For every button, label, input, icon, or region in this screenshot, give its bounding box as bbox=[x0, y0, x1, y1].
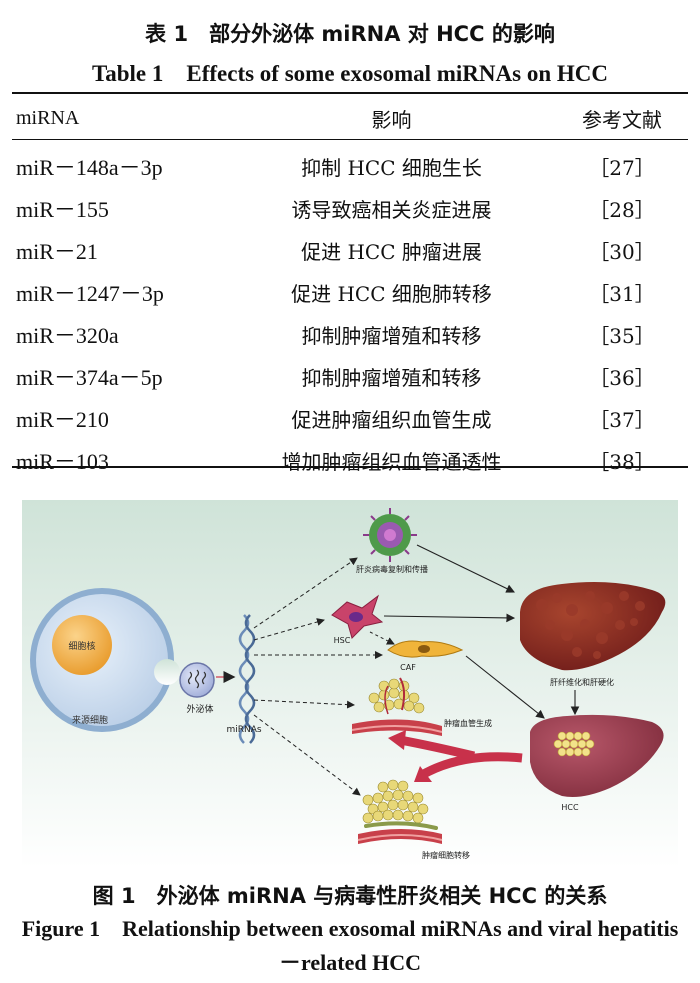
cell-reference: ［28］ bbox=[589, 197, 655, 222]
cell-reference: ［30］ bbox=[589, 239, 655, 264]
cell-reference: ［36］ bbox=[589, 365, 655, 390]
hsc-cell bbox=[331, 594, 384, 639]
table-title-en: Table 1 Effects of some exosomal miRNAs … bbox=[92, 61, 608, 86]
cell-reference: ［31］ bbox=[589, 281, 655, 306]
cell-mirna: miR－155 bbox=[16, 197, 109, 222]
table-row: miR－1247－3p 促进 HCC 细胞肺转移 ［31］ bbox=[12, 271, 688, 313]
table-bottom-rule bbox=[12, 466, 688, 468]
table-top-rule bbox=[12, 92, 688, 94]
cell-reference: ［35］ bbox=[589, 323, 655, 348]
hsc-to-caf-arrow bbox=[369, 631, 395, 645]
tumor-angiogenesis bbox=[351, 677, 443, 736]
cell-effect: 诱导致癌相关炎症进展 bbox=[291, 197, 492, 222]
angiogenesis-label: 肿瘤血管生成 bbox=[444, 718, 492, 728]
cell-mirna: miR－21 bbox=[16, 239, 98, 264]
caf-label: CAF bbox=[400, 663, 416, 672]
figure-caption-cn: 图 1 外泌体 miRNA 与病毒性肝炎相关 HCC 的关系 bbox=[92, 884, 608, 908]
caf-to-hcc-arrow bbox=[465, 655, 545, 719]
arrow-to-hsc bbox=[253, 618, 325, 641]
arrow-to-angiogenesis bbox=[253, 699, 355, 709]
nucleus bbox=[52, 615, 112, 675]
hsc-to-fibrosis-arrow bbox=[383, 613, 516, 623]
cell-effect: 抑制 HCC 细胞生长 bbox=[301, 155, 482, 180]
table-row: miR－320a 抑制肿瘤增殖和转移 ［35］ bbox=[12, 313, 688, 355]
nucleus-label: 细胞核 bbox=[68, 640, 95, 652]
table-row: miR－148a－3p 抑制 HCC 细胞生长 ［27］ bbox=[12, 140, 688, 187]
figure-caption-en: Figure 1 Relationship between exosomal m… bbox=[21, 916, 679, 975]
cell-effect: 抑制肿瘤增殖和转移 bbox=[301, 365, 482, 390]
cell-mirna: miR－320a bbox=[16, 323, 119, 348]
table-header-row: miRNA 影响 参考文献 bbox=[12, 96, 688, 140]
virus-to-fibrosis-arrow bbox=[416, 544, 515, 593]
cell-reference: ［27］ bbox=[589, 155, 655, 180]
cell-mirna: miR－1247－3p bbox=[16, 281, 164, 306]
exosome bbox=[179, 662, 215, 698]
header-reference: 参考文献 bbox=[582, 107, 662, 132]
cell-mirna: miR－103 bbox=[16, 449, 109, 474]
fibrosis-label: 肝纤维化和肝硬化 bbox=[550, 677, 614, 687]
table-row: miR－21 促进 HCC 肿瘤进展 ［30］ bbox=[12, 229, 688, 271]
progression-arrows bbox=[383, 544, 580, 719]
table-header-rule bbox=[12, 139, 688, 140]
table-row: miR－210 促进肿瘤组织血管生成 ［37］ bbox=[12, 397, 688, 439]
cell-effect: 促进肿瘤组织血管生成 bbox=[291, 407, 492, 432]
tumor-metastasis bbox=[357, 779, 443, 844]
caf-cell bbox=[387, 640, 464, 658]
header-effect: 影响 bbox=[371, 107, 412, 132]
cirrhotic-liver bbox=[520, 582, 666, 671]
exosome-hcc-figure: 细胞核 来源细胞 外泌体 miRNAs 肝炎病毒复制和传播 bbox=[22, 500, 678, 868]
arrow-to-metastasis bbox=[253, 714, 361, 796]
table-title-cn: 表 1 部分外泌体 miRNA 对 HCC 的影响 bbox=[145, 22, 555, 46]
table-row: miR－103 增加肿瘤组织血管通透性 ［38］ bbox=[12, 439, 688, 481]
cell-effect: 促进 HCC 肿瘤进展 bbox=[301, 239, 482, 264]
virus-label: 肝炎病毒复制和传播 bbox=[356, 564, 428, 574]
mirnas-label: miRNAs bbox=[226, 725, 261, 735]
cell-mirna: miR－148a－3p bbox=[16, 155, 163, 180]
hcc-feedback-arrow bbox=[388, 730, 523, 782]
effects-table: miRNA 影响 参考文献 miR－148a－3p 抑制 HCC 细胞生长 ［2… bbox=[12, 96, 688, 481]
exosome-label: 外泌体 bbox=[186, 703, 213, 715]
hcc-label: HCC bbox=[561, 803, 579, 812]
cell-mirna: miR－374a－5p bbox=[16, 365, 163, 390]
header-mirna: miRNA bbox=[16, 106, 80, 129]
cell-reference: ［37］ bbox=[589, 407, 655, 432]
hcc-liver bbox=[530, 714, 664, 797]
cell-effect: 抑制肿瘤增殖和转移 bbox=[301, 323, 482, 348]
cell-mirna: miR－210 bbox=[16, 407, 109, 432]
hsc-label: HSC bbox=[334, 636, 351, 645]
cell-effect: 促进 HCC 细胞肺转移 bbox=[291, 281, 492, 306]
metastasis-label: 肿瘤细胞转移 bbox=[422, 850, 470, 860]
cell-effect: 增加肿瘤组织血管通透性 bbox=[281, 449, 502, 474]
source-cell-label: 来源细胞 bbox=[72, 714, 108, 726]
cell-reference: ［38］ bbox=[589, 449, 655, 474]
mirna-helix bbox=[238, 614, 256, 744]
table-row: miR－374a－5p 抑制肿瘤增殖和转移 ［36］ bbox=[12, 355, 688, 397]
table-row: miR－155 诱导致癌相关炎症进展 ［28］ bbox=[12, 187, 688, 229]
hepatitis-virus bbox=[363, 508, 417, 562]
mirna-effect-arrows bbox=[253, 557, 383, 796]
